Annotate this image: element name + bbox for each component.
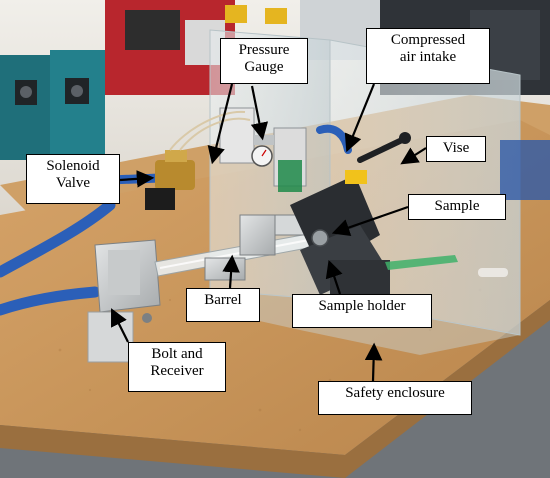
vise-label: Vise [426,136,486,162]
bolt-receiver-arrow [111,308,129,343]
pressure-gauge-arrow-left [207,83,234,165]
safety-enclosure-arrow [364,342,383,382]
safety-enclosure-label: Safety enclosure [318,381,472,415]
sample-arrow [331,205,409,236]
sample-holder-label: Sample holder [292,294,432,328]
barrel-label: Barrel [186,288,260,322]
bolt-and-receiver-label: Bolt and Receiver [128,342,226,392]
vise-arrow [400,147,427,165]
pressure-gauge-label: Pressure Gauge [220,38,308,84]
sample-label: Sample [408,194,506,220]
compressed-air-arrow [344,83,376,153]
solenoid-valve-label: Solenoid Valve [26,154,120,204]
barrel-arrow [222,254,240,289]
pressure-gauge-arrow-right [250,85,269,141]
sample-holder-arrow [325,259,343,295]
compressed-air-intake-label: Compressed air intake [366,28,490,84]
solenoid-valve-arrow [119,170,155,188]
